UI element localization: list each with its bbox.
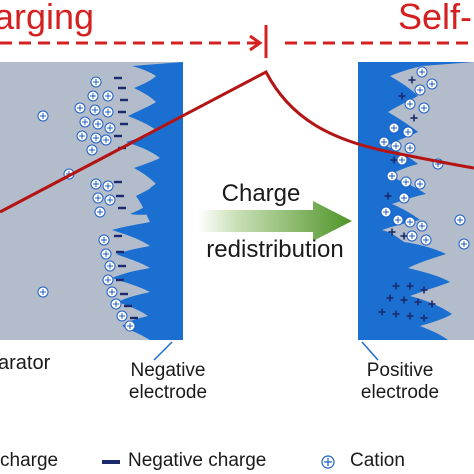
self-discharge-electrode-panel — [358, 62, 474, 340]
negative-electrode-label: Negative electrode — [118, 360, 218, 404]
negative-electrode-label-line2: electrode — [128, 381, 208, 403]
positive-electrode-pointer — [361, 341, 379, 361]
charged-electrode-panel — [0, 62, 183, 340]
legend-negative-charge-text: Negative charge — [128, 450, 267, 471]
positive-electrode-shape — [358, 62, 474, 340]
voltage-curve — [0, 69, 474, 214]
negative-electrode-label-line1: Negative — [130, 360, 206, 381]
positive-electrode-label: Positive electrode — [350, 360, 450, 404]
negative-electrode-shape — [112, 62, 183, 340]
arrow-label-line1: Charge — [221, 180, 301, 207]
arrow-label-line2: redistribution — [206, 236, 344, 263]
charging-phase-label: arging — [0, 0, 95, 37]
legend-positive-charge-text: charge — [0, 450, 59, 471]
self-discharge-phase-label: Self- — [398, 0, 473, 37]
legend-cation-symbol — [321, 455, 335, 469]
legend-cation-text: Cation — [350, 450, 405, 471]
timeline-dashed-arrow — [0, 25, 474, 58]
positive-electrode-label-line1: Positive — [366, 360, 434, 381]
legend-negative-symbol — [102, 460, 120, 464]
negative-electrode-pointer — [153, 341, 173, 361]
positive-electrode-label-line2: electrode — [360, 381, 440, 403]
separator-label: arator — [0, 352, 51, 374]
charge-redistribution-arrow — [198, 201, 352, 241]
